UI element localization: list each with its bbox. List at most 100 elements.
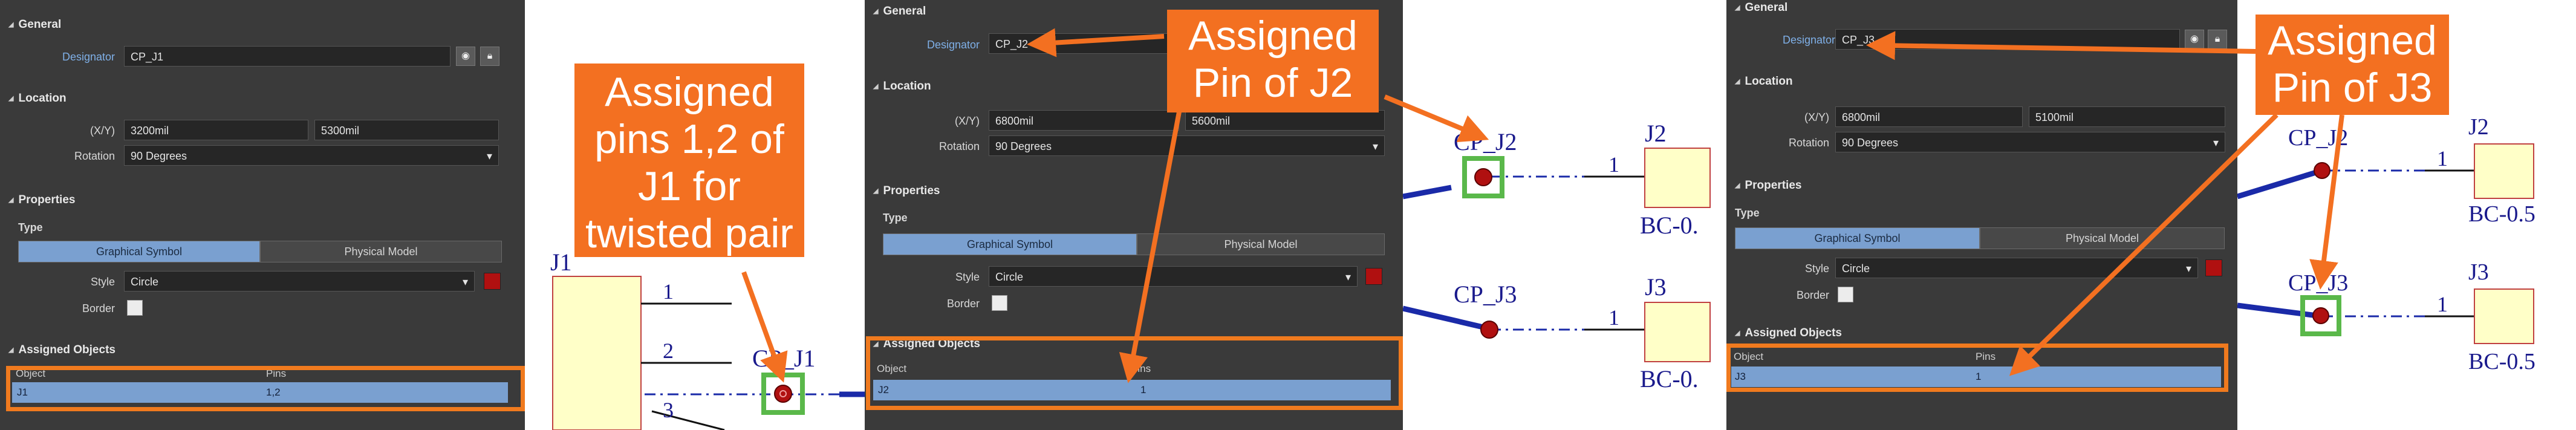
assigned-row[interactable]: J3 1 <box>1731 366 2221 387</box>
callout-line: J1 for <box>637 163 741 209</box>
j2-designator: J2 <box>1645 120 1667 147</box>
type-label: Type <box>1735 207 1760 219</box>
section-location[interactable]: Location <box>1735 75 1792 88</box>
assigned-row[interactable]: J1 1,2 <box>12 382 508 403</box>
rotation-select[interactable]: 90 Degrees▾ <box>989 135 1385 156</box>
cp-j2-label: CP_J2 <box>1454 128 1517 155</box>
pin1-number: 1 <box>663 279 674 304</box>
xy-label: (X/Y) <box>1804 111 1829 123</box>
cp-j1-pad-icon[interactable] <box>774 385 792 403</box>
color-swatch[interactable] <box>2205 259 2222 276</box>
chevron-down-icon: ▾ <box>1345 271 1351 283</box>
pin-j2-number: 1 <box>1608 152 1619 177</box>
color-swatch[interactable] <box>484 273 501 290</box>
row-pins: 1 <box>1976 371 1982 382</box>
j3-component-body[interactable] <box>1644 302 1711 362</box>
section-properties[interactable]: Properties <box>873 184 940 198</box>
rotation-value: 90 Degrees <box>131 150 187 162</box>
border-checkbox[interactable] <box>127 300 143 316</box>
callout-line: Pin of J2 <box>1192 60 1353 106</box>
section-general[interactable]: General <box>8 18 61 31</box>
graphical-symbol-toggle[interactable]: Graphical Symbol <box>883 233 1137 255</box>
chevron-down-icon: ▾ <box>486 150 492 162</box>
callout-line: Assigned <box>605 69 774 115</box>
visibility-eye-icon[interactable]: ◉ <box>2185 30 2204 49</box>
visibility-eye-icon[interactable]: ◉ <box>456 47 475 66</box>
rotation-label: Rotation <box>74 150 115 162</box>
rotation-value: 90 Degrees <box>1842 137 1899 149</box>
j1-component-body[interactable] <box>552 276 642 430</box>
y-input[interactable]: 5600mil <box>1185 110 1385 131</box>
section-assigned-objects[interactable]: Assigned Objects <box>873 337 980 351</box>
style-value: Circle <box>995 271 1024 283</box>
designator-label: Designator <box>926 39 980 51</box>
style-select[interactable]: Circle ▾ <box>989 266 1358 287</box>
style-select[interactable]: Circle▾ <box>124 271 475 292</box>
border-checkbox[interactable] <box>992 295 1007 311</box>
y-input[interactable]: 5100mil <box>2029 106 2225 127</box>
chevron-down-icon: ▾ <box>1372 140 1378 152</box>
rotation-select[interactable]: 90 Degrees ▾ <box>124 145 499 166</box>
j3-component-body[interactable] <box>2474 288 2534 344</box>
x-input[interactable]: 6800mil <box>989 110 1179 131</box>
designator-input[interactable]: CP_J3 <box>1835 29 2180 50</box>
graphical-symbol-toggle[interactable]: Graphical Symbol <box>18 241 260 262</box>
callout-j3-pin: Assigned Pin of J3 <box>2256 15 2449 115</box>
section-assigned-objects[interactable]: Assigned Objects <box>1735 327 1842 340</box>
j3-value: BC-0. <box>1640 365 1699 393</box>
cp-j2-pad-icon[interactable] <box>2314 162 2330 179</box>
callout-line: pins 1,2 of <box>594 116 784 162</box>
assigned-row[interactable]: J2 1 <box>873 380 1391 400</box>
callout-line: Assigned <box>1188 13 1358 59</box>
style-value: Circle <box>131 276 159 288</box>
lock-icon[interactable]: 🔒︎ <box>2208 30 2227 49</box>
physical-model-toggle[interactable]: Physical Model <box>1137 233 1385 255</box>
assigned-highlight-1 <box>6 366 525 411</box>
col-pins-header[interactable]: Pins <box>266 368 287 379</box>
section-location[interactable]: Location <box>8 92 66 105</box>
cp-j3-pad-icon[interactable] <box>1480 321 1498 339</box>
pin-j3-number: 1 <box>1608 305 1619 330</box>
thick-wire-bottom <box>1403 305 1495 333</box>
section-properties[interactable]: Properties <box>1735 179 1801 192</box>
cp-j3-pad-icon[interactable] <box>2312 307 2329 324</box>
section-properties[interactable]: Properties <box>8 194 75 207</box>
y-input[interactable]: 5300mil <box>314 120 499 140</box>
graphical-symbol-toggle[interactable]: Graphical Symbol <box>1735 227 1980 249</box>
type-label: Type <box>18 221 43 233</box>
x-input[interactable]: 6800mil <box>1835 106 2023 127</box>
section-location[interactable]: Location <box>873 80 931 93</box>
chevron-down-icon: ▾ <box>2213 137 2219 149</box>
border-checkbox[interactable] <box>1838 287 1853 302</box>
pin3-line <box>651 410 725 430</box>
callout-line: Pin of J3 <box>2272 65 2433 111</box>
border-label: Border <box>82 302 115 314</box>
cp-j2-pad-icon[interactable] <box>1474 168 1492 186</box>
j2-component-body[interactable] <box>1644 148 1711 208</box>
col-object-header[interactable]: Object <box>877 363 907 374</box>
designator-input[interactable]: CP_J1 <box>124 46 450 67</box>
pin3-number: 3 <box>663 398 674 422</box>
style-label: Style <box>1804 262 1829 275</box>
assigned-highlight-3 <box>1726 344 2228 392</box>
section-general[interactable]: General <box>1735 1 1787 15</box>
physical-model-toggle[interactable]: Physical Model <box>260 241 502 262</box>
color-swatch[interactable] <box>1365 268 1382 285</box>
lock-icon[interactable]: 🔒︎ <box>480 47 499 66</box>
section-assigned-objects[interactable]: Assigned Objects <box>8 344 115 357</box>
j2-component-body[interactable] <box>2474 143 2534 199</box>
j3-designator: J3 <box>1645 273 1667 301</box>
rotation-label: Rotation <box>938 140 980 152</box>
thick-wire-top <box>2237 168 2323 200</box>
physical-model-toggle[interactable]: Physical Model <box>1980 227 2225 249</box>
col-pins-header[interactable]: Pins <box>1976 351 1996 362</box>
section-general[interactable]: General <box>873 5 926 18</box>
rotation-select[interactable]: 90 Degrees ▾ <box>1835 132 2225 152</box>
x-input[interactable]: 3200mil <box>124 120 308 140</box>
assigned-highlight-2 <box>866 336 1403 410</box>
schematic-3: 1 1 J2 J3 BC-0.5 BC-0.5 CP_J2 CP_J3 <box>2237 114 2535 374</box>
col-object-header[interactable]: Object <box>1734 351 1764 362</box>
col-object-header[interactable]: Object <box>16 368 46 379</box>
style-label: Style <box>90 276 115 288</box>
style-select[interactable]: Circle▾ <box>1835 258 2198 278</box>
